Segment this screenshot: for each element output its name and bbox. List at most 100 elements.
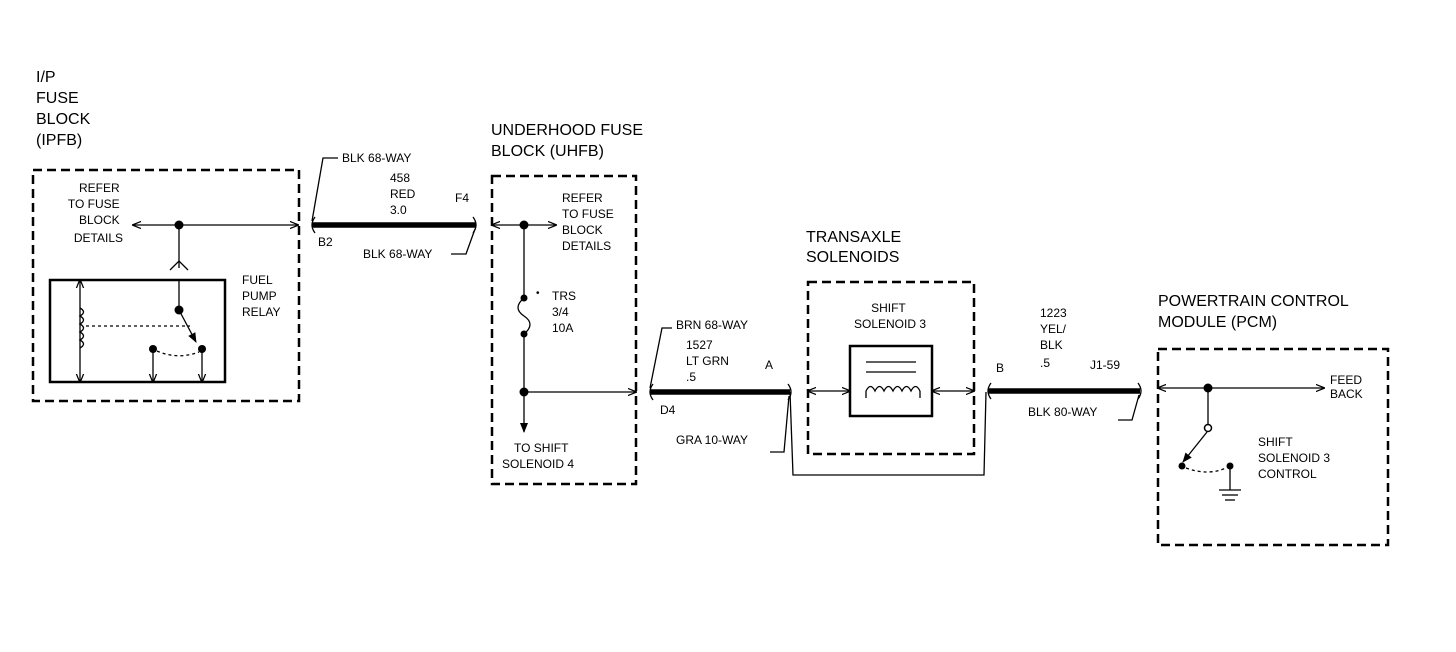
connector-gra-leader — [770, 395, 790, 453]
wire-458-pin-left: B2 — [318, 235, 333, 249]
uhfb-box — [490, 174, 638, 486]
transaxle-box — [806, 280, 976, 456]
wire-1223-gauge: .5 — [1040, 356, 1050, 370]
wire-1527-connector-top: BRN 68-WAY — [676, 318, 748, 332]
pcm-control-label: SHIFT SOLENOID 3 CONTROL — [1258, 435, 1333, 481]
connector-brn-leader — [649, 327, 672, 389]
fuse-trs-icon — [517, 297, 531, 335]
wire-458-connector-bottom: BLK 68-WAY — [363, 247, 432, 261]
relay-label-line: RELAY — [242, 305, 280, 319]
control-label-line: SHIFT — [1258, 435, 1293, 449]
pcm-switch-arc — [1185, 467, 1227, 473]
wire-458-connector-top: BLK 68-WAY — [342, 151, 411, 165]
pcm-box — [1156, 347, 1390, 547]
uhfb-section: UNDERHOOD FUSE BLOCK (UHFB) REFER TO FUS… — [490, 122, 647, 486]
ipfb-title-line: I/P — [36, 69, 55, 86]
solenoid-coil-icon — [865, 385, 921, 393]
ipfb-refer-line: BLOCK — [79, 213, 120, 227]
uhfb-refer-label: REFER TO FUSE BLOCK DETAILS — [562, 191, 617, 253]
wire-1527-color: LT GRN — [686, 354, 729, 368]
connector-blk80-leader — [1118, 394, 1140, 421]
wire-1223-pin-left: B — [996, 361, 1004, 375]
fuse-label-line: 10A — [552, 321, 573, 335]
shift-solenoid-3-label: SHIFT SOLENOID 3 — [854, 301, 926, 331]
ipfb-connector-icon — [169, 260, 189, 271]
pcm-switch-contact — [1178, 462, 1186, 470]
wire-458-circuit: 458 — [390, 171, 410, 185]
ipfb-title: I/P FUSE BLOCK (IPFB) — [36, 69, 95, 149]
wire-458-pin-right: F4 — [455, 191, 469, 205]
pcm-switch-pivot — [1203, 423, 1213, 433]
wire-1527-section: BRN 68-WAY 1527 LT GRN .5 A D4 GRA 10-WA… — [649, 318, 792, 453]
wire-1527-pin-left: D4 — [660, 403, 676, 417]
pcm-switch-arm — [1182, 431, 1208, 463]
to-label-line: SOLENOID 4 — [502, 457, 574, 471]
connector-bottom-leader — [451, 228, 476, 255]
control-label-line: CONTROL — [1258, 467, 1317, 481]
uhfb-title-line: UNDERHOOD FUSE — [491, 122, 643, 139]
pcm-title: POWERTRAIN CONTROL MODULE (PCM) — [1158, 293, 1353, 331]
control-label-line: SOLENOID 3 — [1258, 451, 1330, 465]
fuel-pump-relay-label: FUEL PUMP RELAY — [242, 273, 280, 319]
uhfb-refer-line: TO FUSE — [562, 207, 614, 221]
transaxle-section: TRANSAXLE SOLENOIDS SHIFT SOLENOID 3 — [789, 229, 987, 476]
pcm-title-line: POWERTRAIN CONTROL — [1158, 293, 1349, 310]
wire-1223-circuit: 1223 — [1040, 306, 1067, 320]
connector-d4-mark — [649, 383, 654, 401]
wire-1527-gauge: .5 — [686, 370, 696, 384]
feed-label-line: BACK — [1330, 387, 1363, 401]
ipfb-refer-line: DETAILS — [74, 231, 123, 245]
to-label-line: TO SHIFT — [514, 441, 569, 455]
ipfb-title-line: FUSE — [36, 90, 79, 107]
ipfb-box — [31, 168, 301, 403]
relay-switch-arm — [178, 309, 197, 343]
uhfb-refer-line: DETAILS — [562, 239, 611, 253]
ipfb-title-line: BLOCK — [36, 111, 91, 128]
solenoid-label-line: SOLENOID 3 — [854, 317, 926, 331]
fuel-pump-relay-box — [48, 278, 227, 384]
wire-1223-section: 1223 YEL/ BLK .5 B J1-59 BLK 80-WAY — [987, 306, 1142, 421]
ipfb-refer-line: REFER — [79, 181, 120, 195]
pcm-section: POWERTRAIN CONTROL MODULE (PCM) FEED BAC… — [1156, 293, 1390, 547]
connector-top-leader — [311, 157, 338, 222]
relay-label-line: PUMP — [242, 289, 277, 303]
uhfb-title-line: BLOCK (UHFB) — [491, 143, 604, 160]
wire-1527-circuit: 1527 — [686, 338, 713, 352]
to-shift-solenoid-4-label: TO SHIFT SOLENOID 4 — [502, 441, 574, 471]
transaxle-title-line: TRANSAXLE — [806, 229, 901, 246]
wire-1527-connector-bottom: GRA 10-WAY — [676, 433, 748, 447]
fuse-label-line: TRS — [552, 289, 576, 303]
wire-1223-color-line: BLK — [1040, 338, 1063, 352]
shift-solenoid-3-body — [848, 344, 934, 418]
relay-contact-arc — [156, 350, 200, 357]
fuse-label-line: 3/4 — [552, 305, 569, 319]
pcm-title-line: MODULE (PCM) — [1158, 314, 1277, 331]
connector-b2-mark — [311, 216, 316, 234]
pcm-feed-back-label: FEED BACK — [1330, 373, 1365, 401]
ipfb-refer-line: TO FUSE — [68, 197, 120, 211]
fuse-hot-mark: • — [536, 288, 540, 299]
transaxle-title: TRANSAXLE SOLENOIDS — [806, 229, 906, 266]
uhfb-refer-line: BLOCK — [562, 223, 603, 237]
ipfb-refer-label: REFER TO FUSE BLOCK DETAILS — [68, 181, 123, 245]
feed-label-line: FEED — [1330, 373, 1362, 387]
wire-1223-connector-bottom: BLK 80-WAY — [1028, 405, 1097, 419]
uhfb-title: UNDERHOOD FUSE BLOCK (UHFB) — [491, 122, 647, 160]
transaxle-title-line: SOLENOIDS — [806, 249, 899, 266]
wire-1223-color-line: YEL/ — [1040, 322, 1067, 336]
relay-coil-icon — [78, 307, 85, 349]
relay-label-line: FUEL — [242, 273, 273, 287]
wire-1223-pin-right: J1-59 — [1090, 358, 1120, 372]
connector-b-mark — [987, 382, 992, 400]
wire-458-gauge: 3.0 — [390, 203, 407, 217]
uhfb-refer-line: REFER — [562, 191, 603, 205]
ipfb-title-line: (IPFB) — [36, 132, 82, 149]
ipfb-section: I/P FUSE BLOCK (IPFB) REFER TO FUSE BLOC… — [31, 69, 301, 403]
wire-458-color: RED — [390, 187, 416, 201]
fuse-trs-label: TRS 3/4 10A — [552, 289, 579, 335]
connector-shell-outline — [789, 391, 987, 476]
wire-458-section: BLK 68-WAY 458 RED 3.0 F4 B2 BLK 68-WAY — [311, 151, 477, 261]
wire-1527-pin-right: A — [765, 358, 773, 372]
solenoid-label-line: SHIFT — [871, 301, 906, 315]
